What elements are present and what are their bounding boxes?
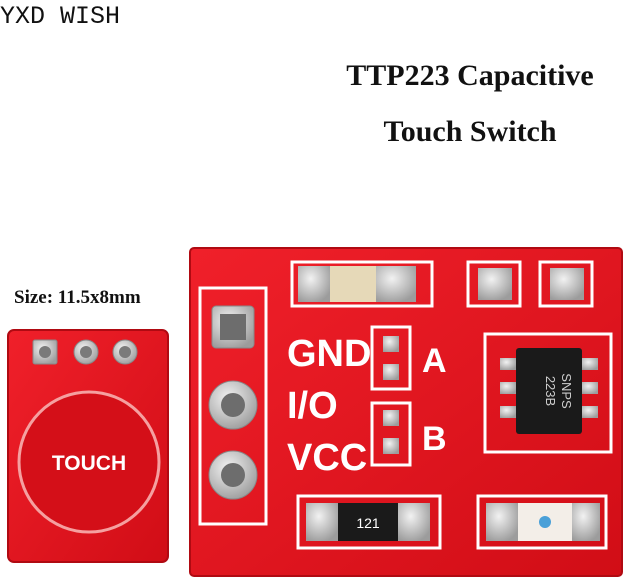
chip-marking-1: 223B (543, 376, 558, 406)
title-line-1: TTP223 Capacitive (346, 59, 594, 92)
size-label: Size: 11.5x8mm (14, 287, 141, 308)
touch-label: TOUCH (52, 452, 126, 475)
title-line-2: Touch Switch (383, 115, 557, 148)
touch-pad (17, 390, 161, 534)
chip-marking-2: SNPS (559, 373, 574, 409)
large-pcb-board: GND I/O VCC A B 223B SNPS (189, 247, 623, 577)
resistor-marking: 121 (356, 515, 380, 531)
small-touch-board: TOUCH (7, 329, 169, 563)
brand-watermark: YXD WISH (0, 2, 121, 31)
pin-label-gnd: GND (287, 333, 371, 375)
smd-resistor (338, 503, 398, 541)
product-title: TTP223 Capacitive Touch Switch (300, 48, 640, 160)
jumper-label-b: B (422, 420, 447, 458)
jumper-label-a: A (422, 342, 447, 380)
ttp223-chip (516, 348, 582, 434)
pin-label-io: I/O (287, 385, 338, 427)
pin-label-vcc: VCC (287, 437, 367, 479)
